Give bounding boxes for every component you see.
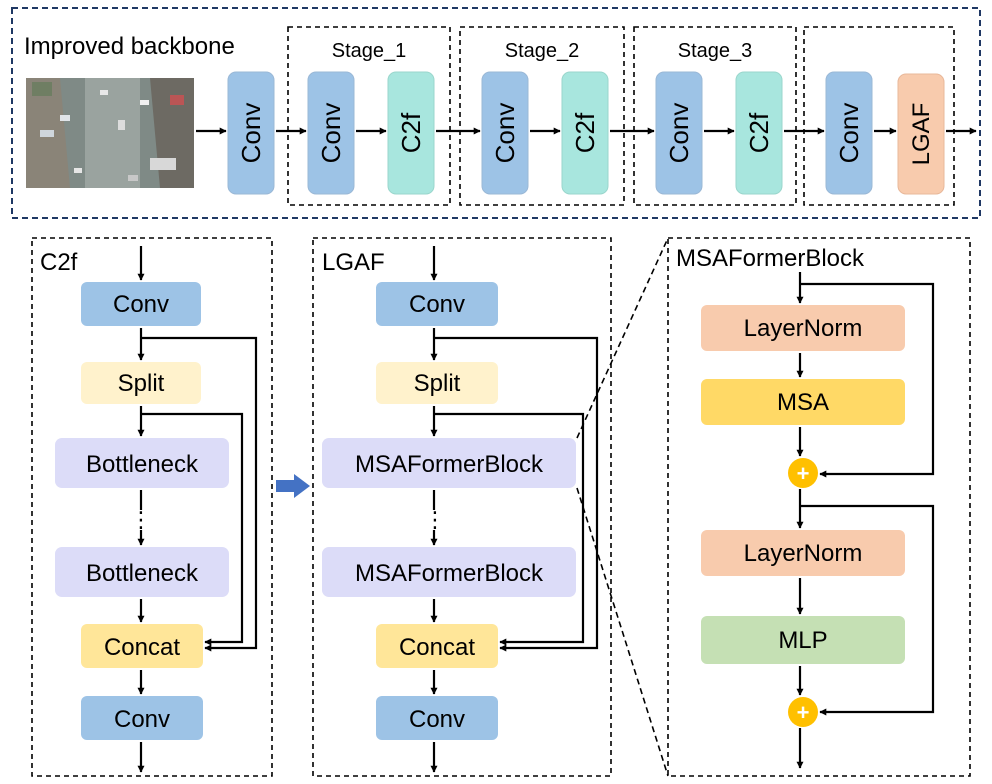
stage-3-title: Stage_3 bbox=[678, 40, 753, 62]
c2f-bottleneck-2 bbox=[55, 547, 229, 597]
stage-3-conv-block bbox=[655, 71, 703, 195]
stage-2-title: Stage_2 bbox=[505, 40, 580, 62]
stage-1-title: Stage_1 bbox=[332, 40, 407, 62]
lgaf-block bbox=[897, 73, 945, 195]
stage-1-box bbox=[287, 26, 451, 206]
lgaf-conv-top-label: Conv bbox=[409, 291, 465, 318]
c2f-bottleneck-2-label: Bottleneck bbox=[86, 560, 199, 587]
c2f-conv-bottom bbox=[81, 696, 203, 740]
msa-layer bbox=[701, 379, 905, 425]
msa-block-panel bbox=[667, 237, 971, 777]
stage-2-conv-block bbox=[481, 71, 529, 195]
c2f-conv-top bbox=[81, 282, 201, 326]
c2f-panel bbox=[31, 237, 273, 777]
msa-layer-label: MSA bbox=[777, 389, 829, 416]
mlp-layer bbox=[701, 616, 905, 664]
stage-4-box bbox=[803, 26, 955, 206]
lgaf-msaformer-1 bbox=[322, 438, 576, 488]
backbone-panel bbox=[11, 7, 981, 219]
stage-4-conv-label: Conv bbox=[834, 103, 864, 164]
stage-3-box bbox=[633, 26, 797, 206]
c2f-concat-label: Concat bbox=[104, 634, 180, 661]
stage-2-box bbox=[459, 26, 625, 206]
lgaf-split-label: Split bbox=[414, 370, 461, 397]
lgaf-concat bbox=[376, 624, 498, 668]
layernorm-1 bbox=[701, 305, 905, 351]
lgaf-label: LGAF bbox=[908, 103, 935, 166]
lgaf-msaformer-2-label: MSAFormerBlock bbox=[355, 560, 544, 587]
backbone-title: Improved backbone bbox=[24, 33, 235, 60]
mlp-layer-label: MLP bbox=[778, 627, 827, 654]
stage-2-c2f-label: C2f bbox=[570, 112, 600, 153]
stage-1-conv-block bbox=[307, 71, 355, 195]
lgaf-title: LGAF bbox=[322, 249, 385, 276]
c2f-title: C2f bbox=[40, 249, 78, 276]
stage-2-conv-label: Conv bbox=[490, 103, 520, 164]
add-node-1 bbox=[788, 458, 818, 488]
lgaf-split bbox=[376, 362, 498, 404]
lgaf-ellipsis: ⋮ bbox=[424, 507, 446, 532]
lgaf-concat-label: Concat bbox=[399, 634, 475, 661]
c2f-split-label: Split bbox=[118, 370, 165, 397]
lgaf-panel bbox=[312, 237, 612, 777]
stem-conv-label: Conv bbox=[236, 103, 266, 164]
c2f-ellipsis: ⋮ bbox=[130, 507, 152, 532]
add-node-2-symbol: + bbox=[797, 700, 810, 725]
lgaf-conv-bottom-label: Conv bbox=[409, 706, 465, 733]
c2f-bottleneck-1-label: Bottleneck bbox=[86, 451, 199, 478]
add-node-1-symbol: + bbox=[797, 461, 810, 486]
lgaf-arrows bbox=[430, 246, 599, 773]
stage-3-c2f-block bbox=[735, 71, 783, 195]
msa-block-title: MSAFormerBlock bbox=[676, 245, 865, 272]
stage-1-c2f-label: C2f bbox=[396, 112, 426, 153]
layernorm-2-label: LayerNorm bbox=[744, 540, 863, 567]
lgaf-conv-bottom bbox=[376, 696, 498, 740]
lgaf-msaformer-2 bbox=[322, 547, 576, 597]
add-node-2 bbox=[788, 697, 818, 727]
msa-block-arrows bbox=[796, 272, 935, 769]
stage-1-conv-label: Conv bbox=[316, 103, 346, 164]
c2f-bottleneck-1 bbox=[55, 438, 229, 488]
c2f-conv-top-label: Conv bbox=[113, 291, 169, 318]
lgaf-msaformer-1-label: MSAFormerBlock bbox=[355, 451, 544, 478]
stage-1-c2f-block bbox=[387, 71, 435, 195]
stage-2-c2f-block bbox=[561, 71, 609, 195]
layernorm-2 bbox=[701, 530, 905, 576]
lgaf-conv-top bbox=[376, 282, 498, 326]
c2f-split bbox=[81, 362, 201, 404]
stage-3-conv-label: Conv bbox=[664, 103, 694, 164]
stage-4-conv-block bbox=[825, 71, 873, 195]
layernorm-1-label: LayerNorm bbox=[744, 315, 863, 342]
c2f-conv-bottom-label: Conv bbox=[114, 706, 170, 733]
aerial-image bbox=[26, 78, 194, 188]
zoom-lines bbox=[576, 237, 669, 777]
c2f-arrows bbox=[137, 246, 258, 773]
stem-conv-block bbox=[227, 71, 275, 195]
stage-3-c2f-label: C2f bbox=[744, 112, 774, 153]
c2f-concat bbox=[81, 624, 203, 668]
transfer-arrow bbox=[276, 474, 310, 498]
